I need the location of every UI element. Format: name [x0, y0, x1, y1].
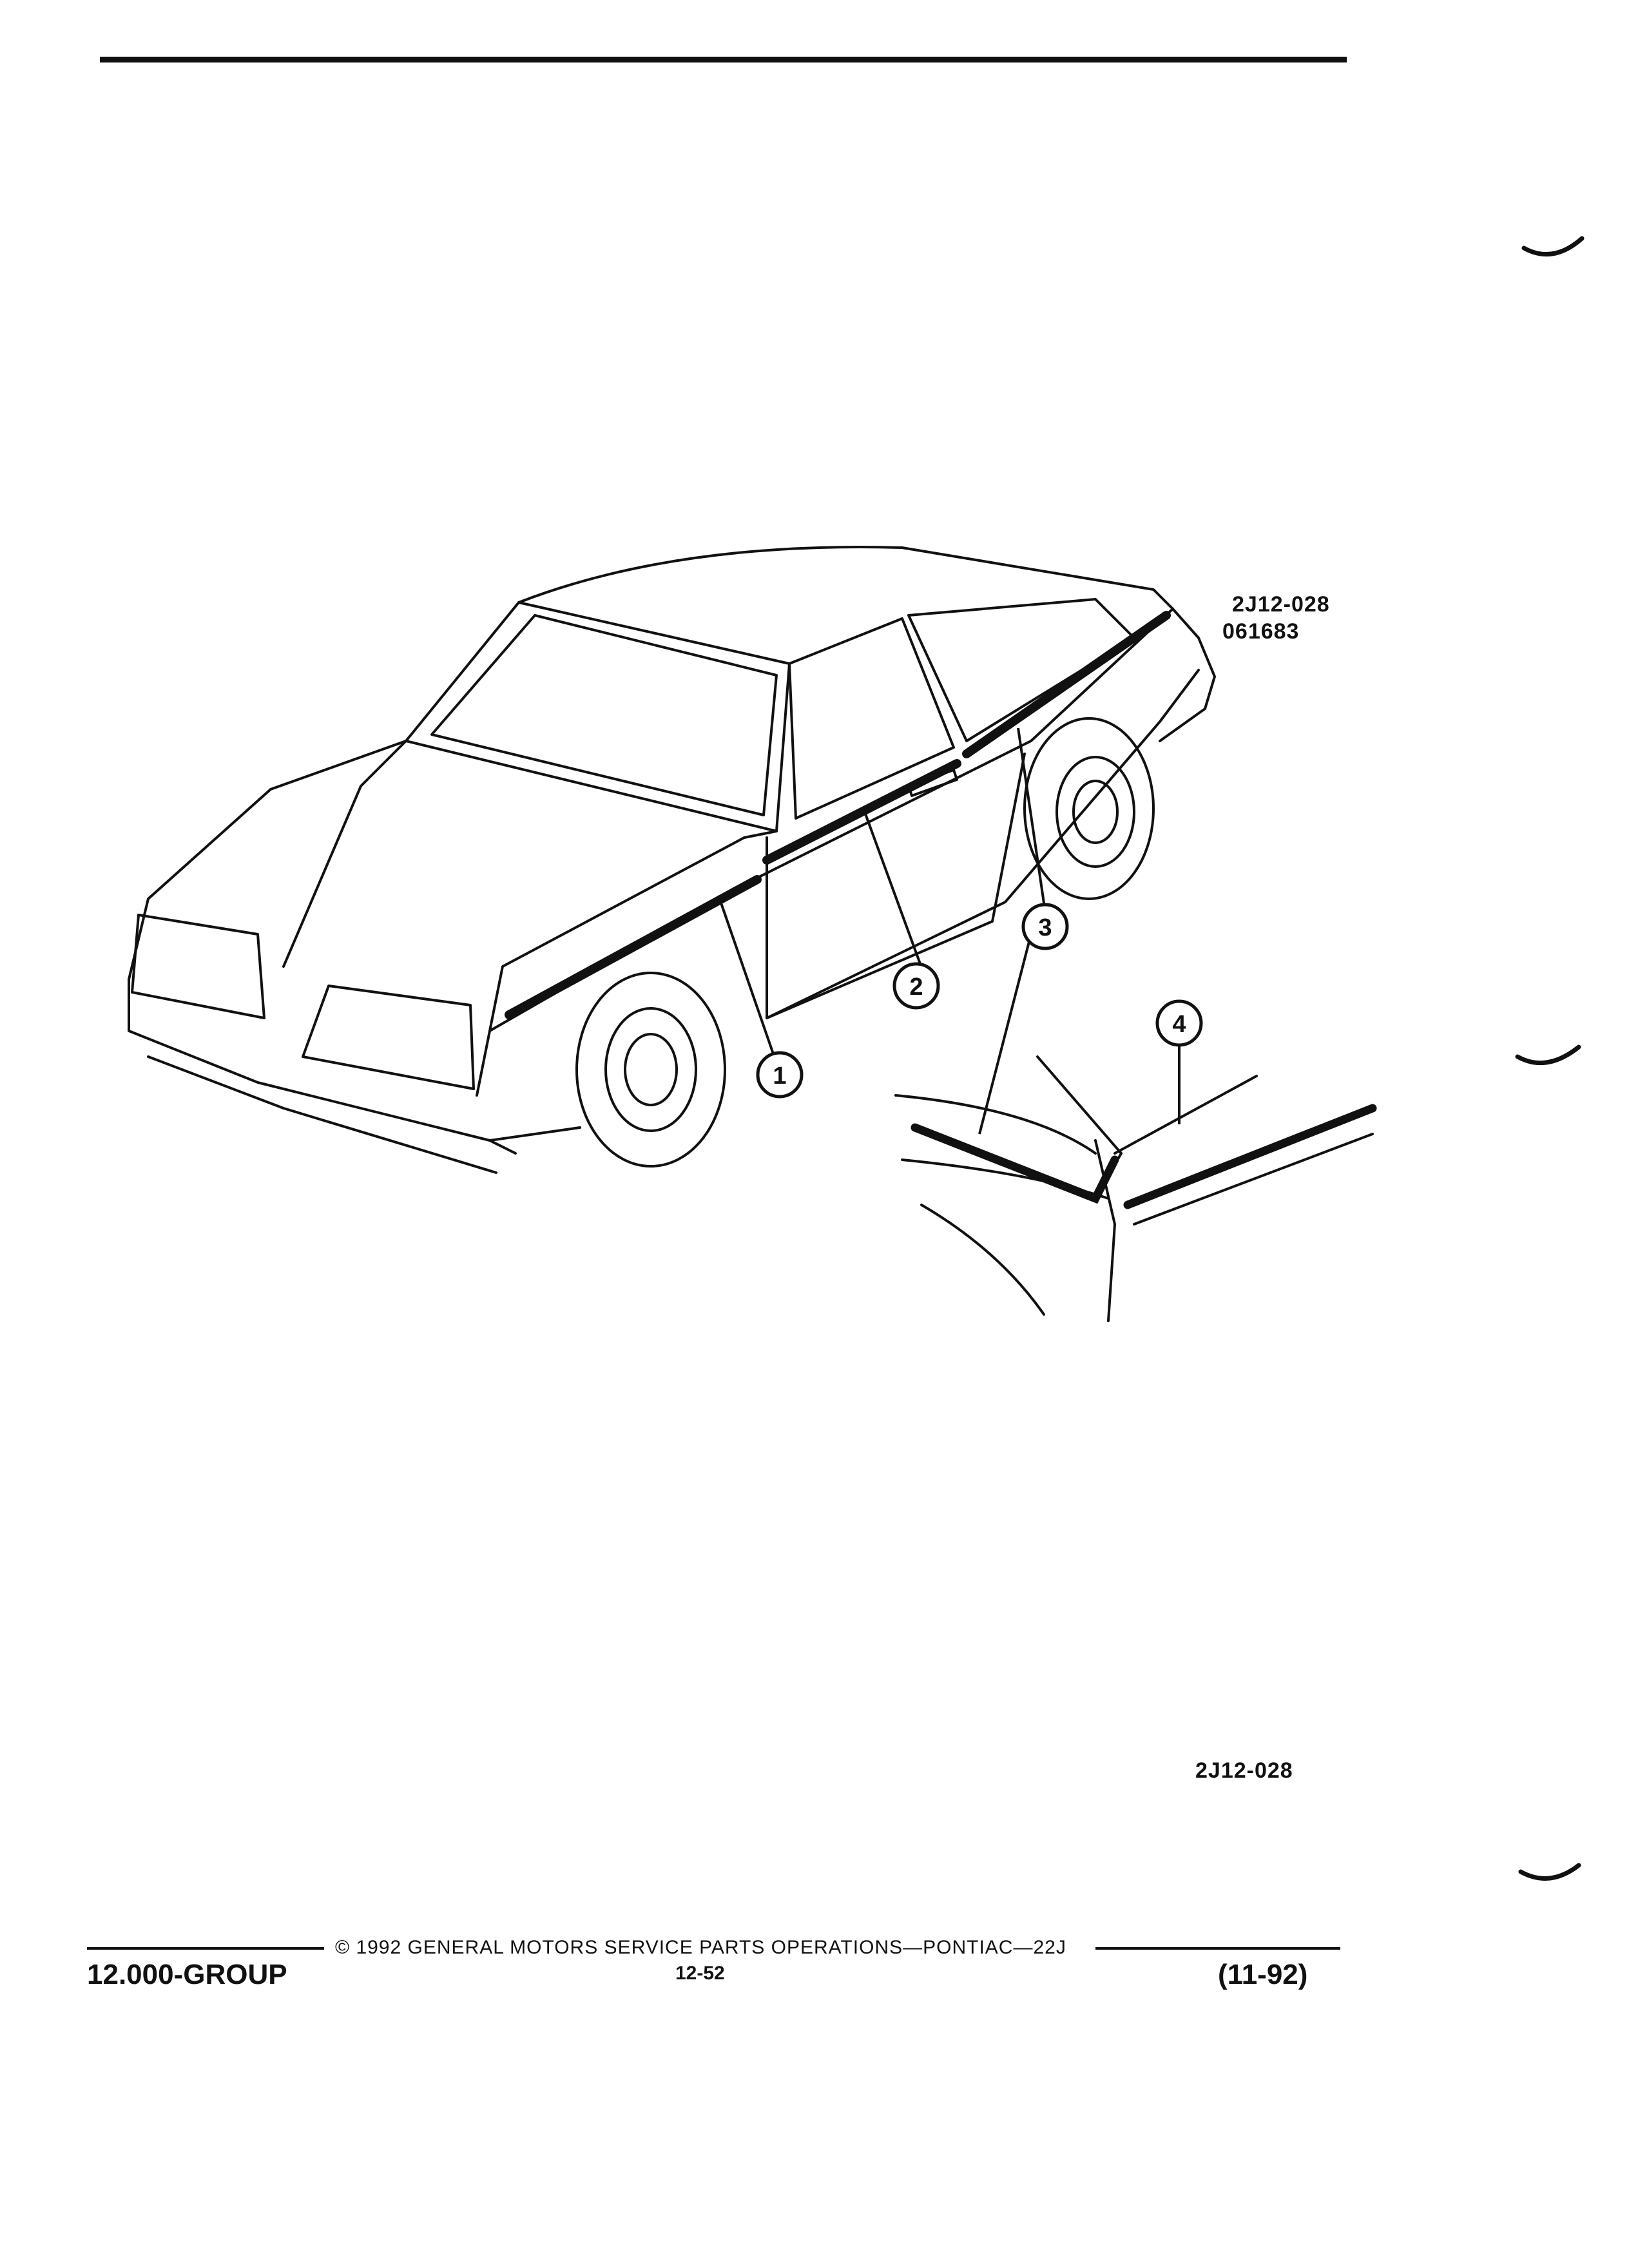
leader-lines [717, 727, 1181, 1135]
callout-3 [1021, 903, 1069, 950]
callout-circles [756, 903, 1203, 1099]
callout-3-label: 3 [1038, 914, 1052, 941]
header-rule [100, 57, 1347, 62]
moulding-detail [911, 1104, 1377, 1209]
callout-labels: 1 2 3 4 [773, 914, 1186, 1090]
body-side-moulding [505, 611, 1171, 1019]
page-number: 12-52 [675, 1963, 725, 1984]
figure-code: 2J12-028 [1232, 592, 1330, 617]
footer-group: 12.000-GROUP [87, 1959, 287, 1990]
revision-date: (11-92) [1218, 1959, 1308, 1990]
footer-rule-left [87, 1947, 324, 1950]
footer-rule-right [1095, 1947, 1340, 1950]
callout-2 [892, 962, 940, 1010]
figure-code-bottom: 2J12-028 [1195, 1758, 1293, 1783]
figure-date-code: 061683 [1222, 619, 1300, 644]
callout-1 [756, 1051, 804, 1099]
callout-4-label: 4 [1172, 1011, 1186, 1038]
callout-1-label: 1 [773, 1062, 786, 1090]
footer-copyright: © 1992 GENERAL MOTORS SERVICE PARTS OPER… [335, 1937, 1066, 1958]
callout-4 [1155, 999, 1203, 1047]
callout-2-label: 2 [909, 974, 923, 1001]
